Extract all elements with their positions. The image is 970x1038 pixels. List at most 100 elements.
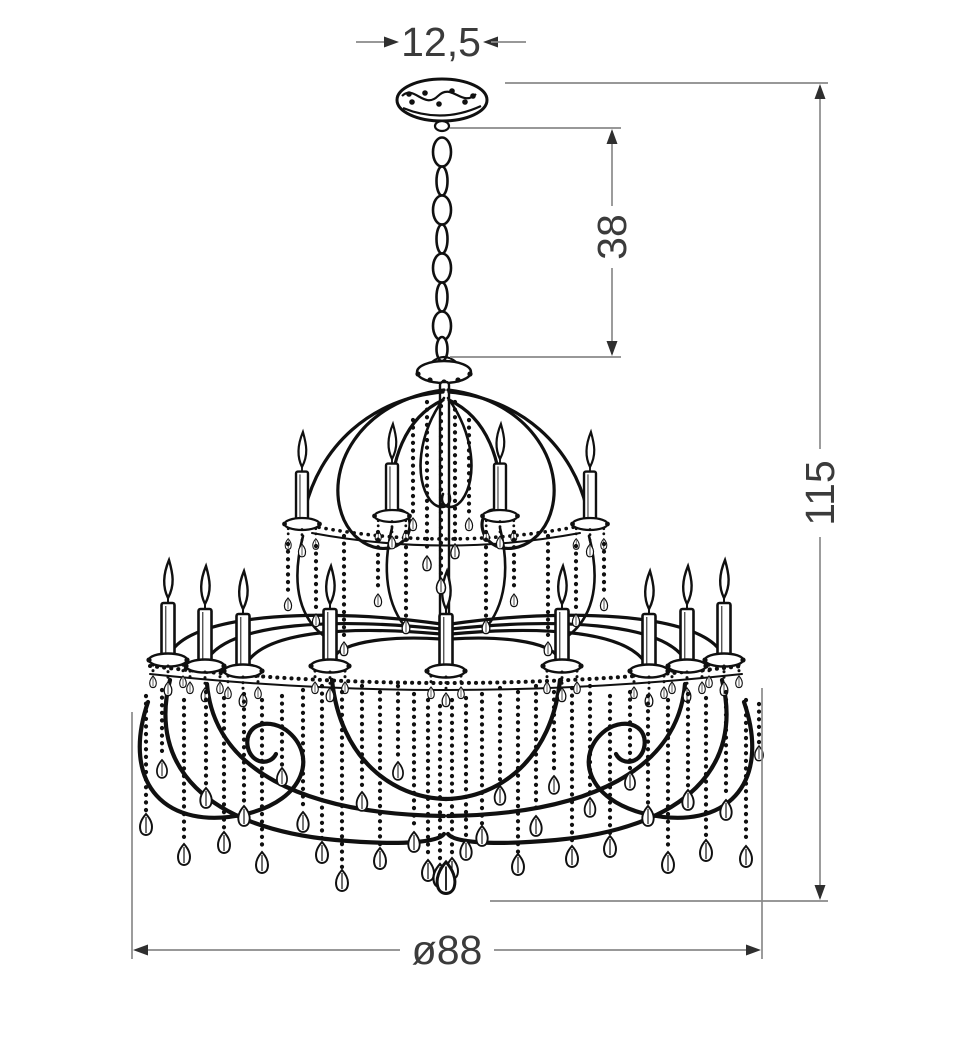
candle-arm [627,567,671,708]
crystal-drop [583,796,597,818]
crystal-drop [387,535,397,550]
dimension-label-diameter: ø88 [412,927,483,973]
crystal-drop [481,619,491,635]
crystal-drop [557,687,567,703]
arrow-down-icon [814,885,826,900]
crystal-drop [297,543,307,558]
crystal-drop [441,692,451,708]
crystal-drop [457,686,465,700]
crystal-drop [311,681,319,695]
crystal-drop [585,543,595,558]
crystal-drop [543,641,553,657]
crystal-drop [315,840,329,864]
dimension-annotations: 12,5 38 115 [131,19,843,973]
crystal-drop [311,613,321,628]
crystal-drop [199,786,213,809]
crystal-drop [705,675,713,689]
top-bobeche [415,355,473,385]
dimension-canopy-width: 12,5 [356,19,526,65]
crystal-drop [543,681,551,695]
dimension-label-canopy-width: 12,5 [401,19,481,65]
crystal-drop [699,838,713,862]
flame-icon [644,567,655,612]
crystal-drop [427,686,435,700]
crystal-drop [459,838,473,861]
crystal-drop [464,517,474,532]
crystal-drop [624,770,636,791]
crystal-drop [421,858,435,882]
crystal-drop [408,517,418,532]
scroll-arm [445,681,688,819]
scroll-arm [163,677,447,845]
candle-arm [424,567,468,708]
dimension-label-total-height: 115 [797,460,843,525]
crystal-drop [401,619,411,635]
crystal-drop [668,681,676,695]
crystal-drop [511,852,525,876]
flame-icon [238,567,249,612]
scroll-arm [169,613,443,654]
chain-link [435,165,449,197]
crystal-drop [177,842,191,866]
crystal-drop [495,535,505,550]
chain-link [431,252,453,284]
candle-arm [665,562,709,703]
crystal-drop [149,675,157,689]
crystal-drop [548,774,560,795]
crystal-drop [719,798,733,821]
scroll-arm [445,677,729,845]
crystal-drop [339,641,349,657]
chain-link [435,281,449,313]
scroll-arm [586,699,755,820]
crystal-drop [529,814,543,837]
crystal-drop [335,868,349,892]
scroll-arm [440,396,473,509]
flame-icon [495,420,506,462]
crystal-drop [660,686,668,700]
tier-ring [149,673,743,691]
crystal-drop [254,686,262,700]
crystal-drop [450,542,460,560]
crystal-drop [571,613,581,628]
crystal-drop [435,576,447,595]
crystal-drop [355,790,369,812]
crystal-drop [493,784,507,806]
crystal-drop [283,597,293,612]
crystal-drop [392,760,404,781]
crystal-drop [422,554,432,572]
crystal-drop [373,846,387,870]
crystal-drop [216,681,224,695]
arrow-up-icon [606,129,618,144]
crystal-drop [661,850,675,874]
arrow-right-icon [746,944,761,956]
crystal-drop [735,675,743,689]
flame-icon [719,556,730,601]
arrow-down-icon [606,341,618,356]
scroll-arm [449,613,723,654]
scroll-arm [419,396,452,509]
candle-arm [221,567,265,708]
arrow-right-icon [384,36,399,48]
candle-arm [308,562,352,703]
crystal-drop [296,810,310,833]
crystal-drop [139,812,153,836]
dimension-chain-length: 38 [450,127,635,358]
arrow-left-icon [133,944,148,956]
scroll-arm [449,636,561,660]
crystal-drop [681,788,695,811]
crystal-drop [237,804,251,827]
flame-icon [163,556,174,601]
crystal-drop [255,850,269,874]
dimension-diameter: ø88 [131,688,763,973]
chain-link [435,223,449,255]
flame-icon [585,428,596,470]
candle-arm [702,556,746,697]
crystal-drop [217,830,231,854]
candle-arm [146,556,190,697]
crystal-drop [163,681,173,697]
dimension-total-height: 115 [490,82,843,902]
candle-arm [540,562,584,703]
tier-bead-ring [310,524,582,541]
scroll-arm [329,677,449,802]
